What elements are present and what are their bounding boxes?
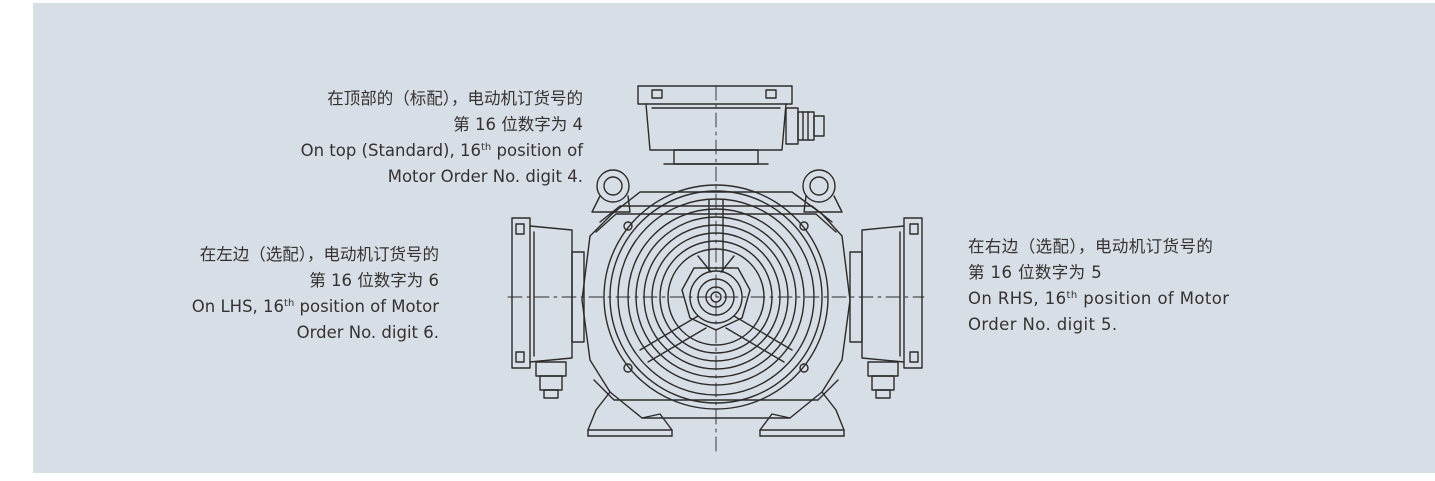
- lifting-eye-right: [802, 169, 843, 213]
- motor-foot-left: [587, 391, 673, 437]
- cable-gland-top: [785, 107, 825, 145]
- fan-cover: [603, 184, 829, 410]
- fan-guard-spokes: [639, 199, 793, 363]
- caption-right-terminal-box: 在右边（选配），电动机订货号的 第 16 位数字为 5 On RHS, 16th…: [968, 234, 1229, 338]
- caption-right-zh-line2: 第 16 位数字为 5: [968, 263, 1103, 282]
- shaft-hub: [681, 267, 751, 331]
- lifting-eye-left: [591, 169, 631, 213]
- caption-right-zh-line1: 在右边（选配），电动机订货号的: [968, 237, 1214, 256]
- caption-left-zh-line1: 在左边（选配），电动机订货号的: [199, 245, 439, 264]
- cable-gland-left: [535, 361, 567, 399]
- caption-left-en-line2: Order No. digit 6.: [296, 323, 439, 342]
- right-terminal-box: [849, 217, 923, 369]
- caption-top-en-line1: On top (Standard), 16th position of: [300, 141, 583, 160]
- cowl-bolts: [623, 221, 809, 373]
- caption-right-en-line2: Order No. digit 5.: [968, 315, 1118, 334]
- caption-top-en-line2: Motor Order No. digit 4.: [387, 167, 583, 186]
- cable-gland-right: [867, 361, 899, 399]
- left-terminal-box: [511, 217, 585, 369]
- motor-foot-right: [759, 391, 845, 437]
- caption-top-terminal-box: 在顶部的（标配），电动机订货号的 第 16 位数字为 4 On top (Sta…: [301, 86, 583, 190]
- caption-left-zh-line2: 第 16 位数字为 6: [309, 271, 439, 290]
- caption-left-en-line1: On LHS, 16th position of Motor: [191, 297, 439, 316]
- caption-top-zh-line2: 第 16 位数字为 4: [453, 115, 583, 134]
- diagram-panel: [33, 3, 1435, 473]
- top-terminal-box: [637, 85, 793, 165]
- caption-left-terminal-box: 在左边（选配），电动机订货号的 第 16 位数字为 6 On LHS, 16th…: [192, 242, 439, 346]
- caption-top-zh-line1: 在顶部的（标配），电动机订货号的: [327, 89, 583, 108]
- caption-right-en-line1: On RHS, 16th position of Motor: [968, 289, 1230, 308]
